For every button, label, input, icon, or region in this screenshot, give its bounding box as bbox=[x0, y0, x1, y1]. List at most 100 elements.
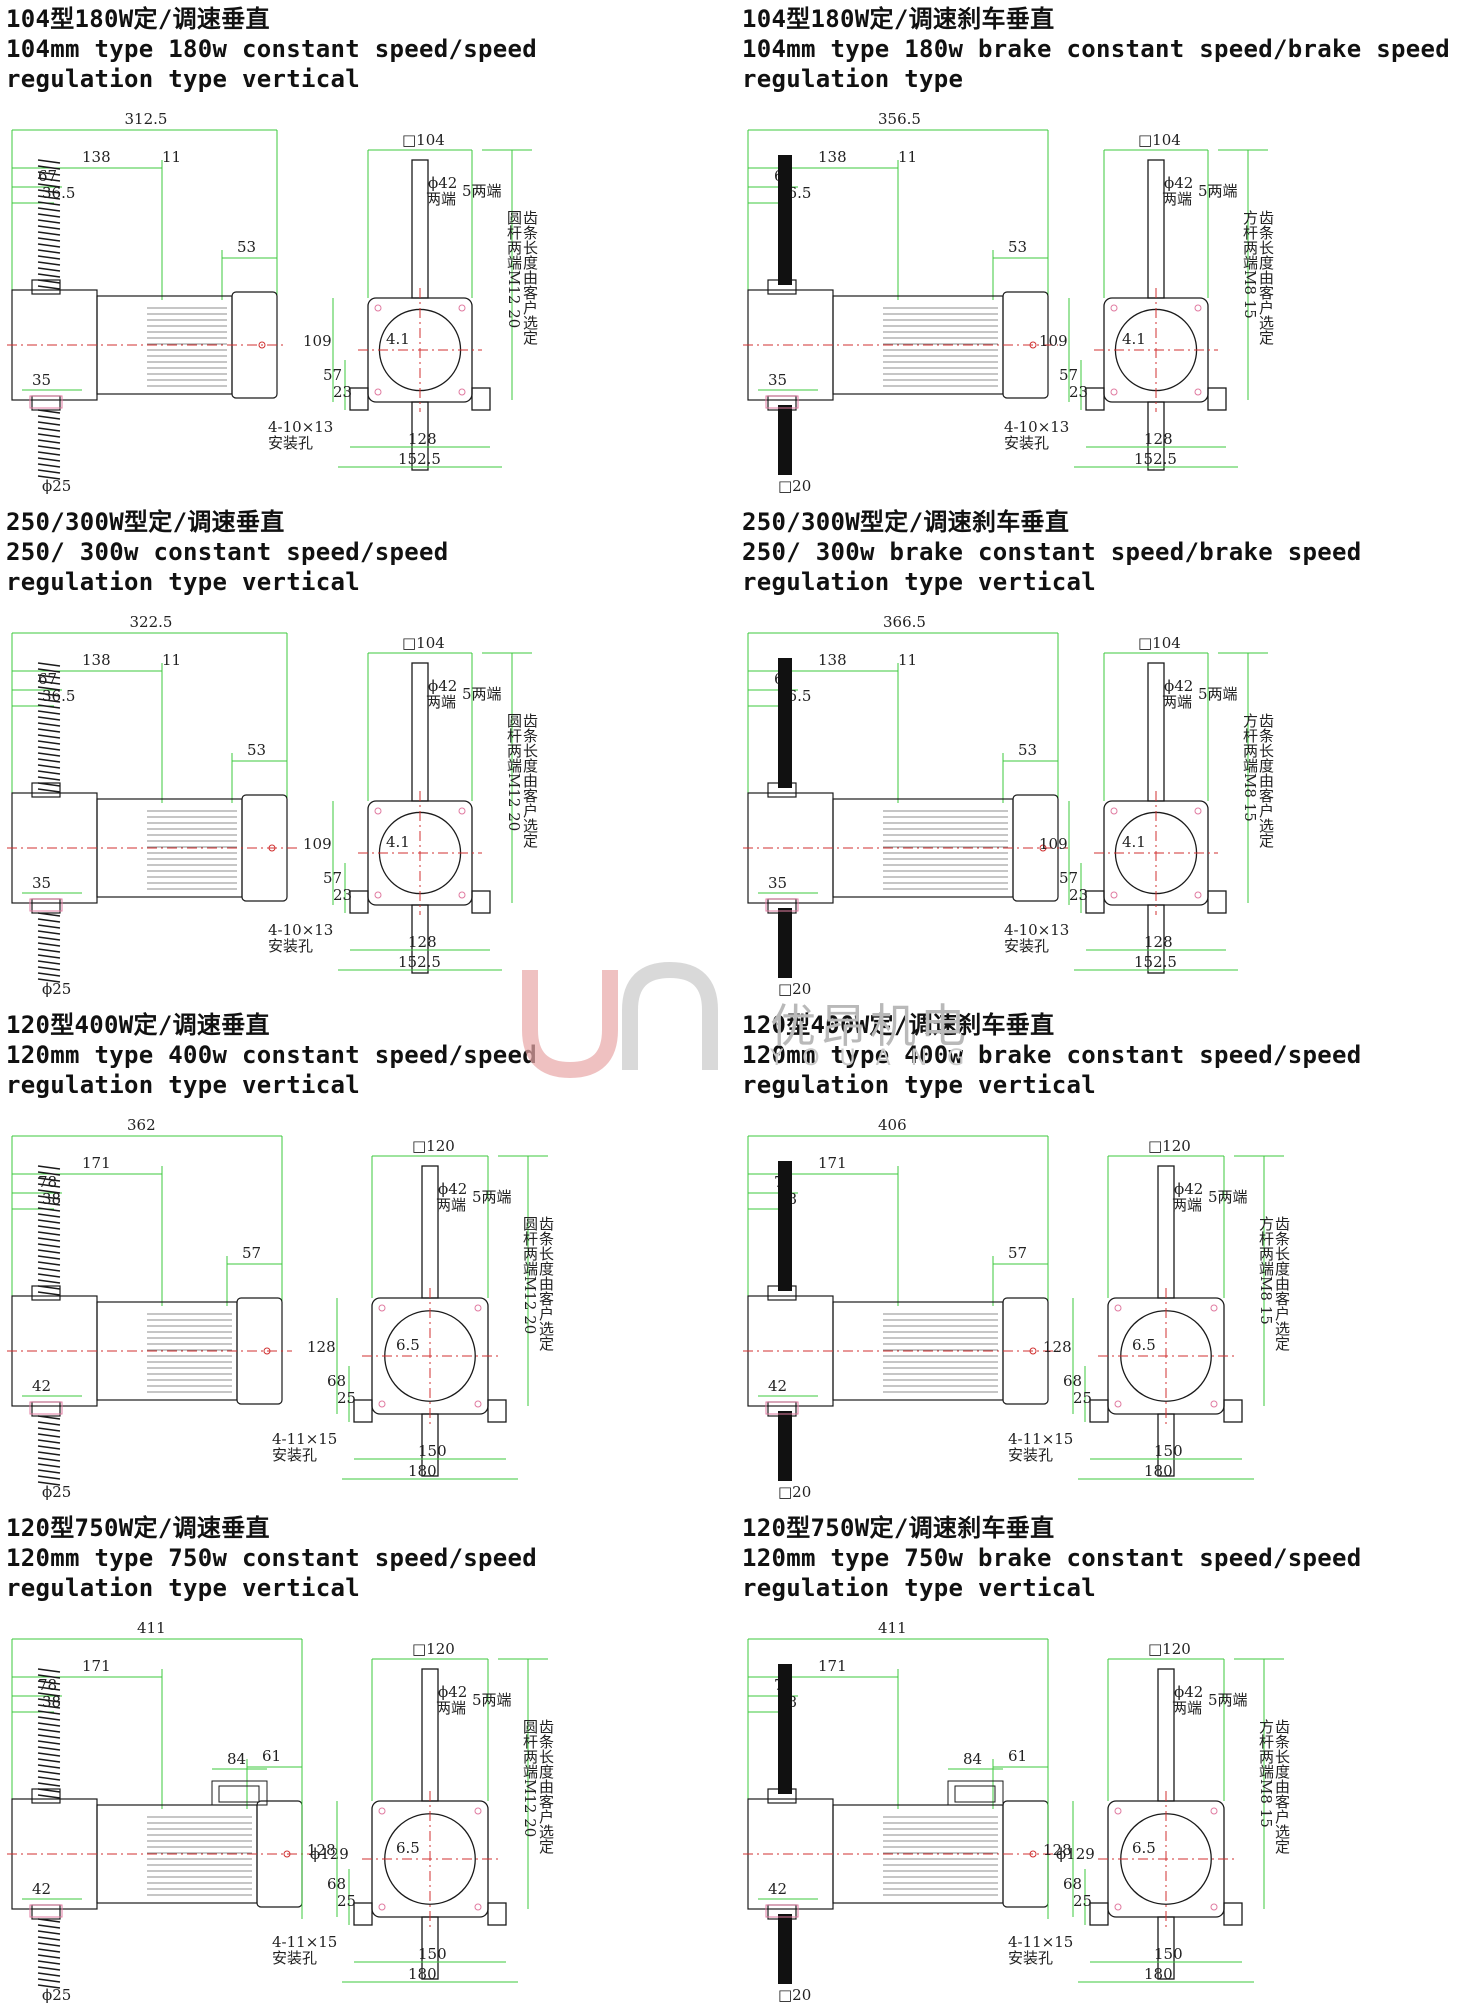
cooling-fins bbox=[147, 810, 237, 890]
title-cn: 104型180W定/调速垂直 bbox=[6, 5, 270, 33]
dim-label: 53 bbox=[247, 741, 266, 759]
side-note-1: 齿条长度由客户选定 bbox=[1257, 210, 1275, 346]
dim-label: 171 bbox=[818, 1657, 847, 1675]
dim-label: 35 bbox=[32, 371, 51, 389]
dim-label: 171 bbox=[82, 1154, 111, 1172]
title-en-2: regulation type vertical bbox=[6, 1574, 360, 1602]
holes-cn-label: 安装孔 bbox=[272, 1949, 317, 1967]
front-center-lines bbox=[362, 1288, 498, 1424]
title-cn: 120型750W定/调速刹车垂直 bbox=[742, 1514, 1055, 1542]
cooling-fins bbox=[883, 1313, 998, 1393]
dim-label: 5两端 bbox=[1198, 685, 1238, 703]
center-mark bbox=[263, 1347, 271, 1355]
watermark-cn: 优昂机电 bbox=[770, 999, 970, 1053]
panel-title: 104型180W定/调速刹车垂直 104mm type 180w brake c… bbox=[742, 4, 1450, 94]
drawing-svg: 366.5 138 11 67 36.5 53 35 □20 bbox=[743, 613, 1275, 998]
dim-label: ϕ42 bbox=[438, 1180, 467, 1198]
drawing-panel: 250/300W型定/调速刹车垂直 250/ 300w brake consta… bbox=[736, 503, 1472, 1006]
holes-cn-label: 安装孔 bbox=[268, 434, 313, 452]
dim-label: 两端 bbox=[1172, 1699, 1202, 1717]
front-center-lines bbox=[1094, 288, 1218, 412]
spring-shaft-lower bbox=[37, 1918, 61, 1989]
holes-cn-label: 安装孔 bbox=[272, 1446, 317, 1464]
dim-label: □20 bbox=[778, 1483, 811, 1501]
dim-label: 11 bbox=[162, 148, 181, 166]
dim-label: 53 bbox=[1018, 741, 1037, 759]
dim-label: 57 bbox=[242, 1244, 261, 1262]
side-note-1: 齿条长度由客户选定 bbox=[1273, 1719, 1291, 1855]
dim-label: 171 bbox=[818, 1154, 847, 1172]
dim-label: 406 bbox=[878, 1116, 907, 1134]
dim-label: 4.1 bbox=[386, 330, 410, 348]
dim-label: 两端 bbox=[1162, 693, 1192, 711]
panel-title: 250/300W型定/调速垂直 250/ 300w constant speed… bbox=[6, 507, 448, 597]
panel-title: 250/300W型定/调速刹车垂直 250/ 300w brake consta… bbox=[742, 507, 1361, 597]
center-mark bbox=[1029, 1850, 1037, 1858]
dim-label: ϕ25 bbox=[42, 980, 71, 998]
dim-label: 35 bbox=[768, 371, 787, 389]
shaft-detail bbox=[29, 1904, 63, 1918]
cooling-fins bbox=[147, 1313, 232, 1393]
side-note-1: 齿条长度由客户选定 bbox=[521, 210, 539, 346]
cooling-fins bbox=[883, 810, 1008, 890]
title-en-2: regulation type vertical bbox=[6, 65, 360, 93]
dim-label: 150 bbox=[418, 1442, 447, 1460]
watermark-en: YOUANG bbox=[770, 1046, 985, 1071]
dim-label: ϕ42 bbox=[1164, 174, 1193, 192]
cooling-fins bbox=[883, 307, 998, 387]
shaft-detail bbox=[29, 395, 63, 409]
title-cn: 120型400W定/调速垂直 bbox=[6, 1011, 270, 1039]
bolt-holes bbox=[378, 1807, 482, 1911]
holes-cn-label: 安装孔 bbox=[268, 937, 313, 955]
side-note-1: 齿条长度由客户选定 bbox=[537, 1216, 555, 1352]
dim-label: 6.5 bbox=[396, 1336, 420, 1354]
dim-label: 57 bbox=[323, 366, 342, 384]
center-mark bbox=[1029, 341, 1037, 349]
title-cn: 250/300W型定/调速垂直 bbox=[6, 508, 285, 536]
dim-label: 128 bbox=[307, 1338, 336, 1356]
center-mark bbox=[283, 1850, 291, 1858]
dim-label: 6.5 bbox=[396, 1839, 420, 1857]
dim-label: □104 bbox=[402, 634, 445, 652]
title-cn: 120型750W定/调速垂直 bbox=[6, 1514, 270, 1542]
dim-label: ϕ42 bbox=[1174, 1683, 1203, 1701]
title-en-1: 120mm type 750w constant speed/speed bbox=[6, 1544, 537, 1572]
drawing-svg: 362 171 78 38 57 42 ϕ25 bbox=[7, 1116, 555, 1501]
dim-label: 35 bbox=[32, 874, 51, 892]
dim-label: 152.5 bbox=[398, 953, 441, 971]
dim-label: ϕ25 bbox=[42, 1483, 71, 1501]
holes-label: 4-11×15 bbox=[1008, 1933, 1073, 1951]
front-center-lines bbox=[362, 1791, 498, 1927]
dim-label: 128 bbox=[1043, 1338, 1072, 1356]
title-en-1: 120mm type 750w brake constant speed/spe… bbox=[742, 1544, 1362, 1572]
bolt-holes bbox=[1114, 1304, 1218, 1408]
dim-label: 362 bbox=[127, 1116, 156, 1134]
dim-label: ϕ129 bbox=[310, 1845, 349, 1863]
dim-label: 109 bbox=[1039, 835, 1068, 853]
title-en-1: 104mm type 180w brake constant speed/bra… bbox=[742, 35, 1450, 63]
dim-label: □120 bbox=[412, 1137, 455, 1155]
dim-label: ϕ25 bbox=[42, 1986, 71, 2004]
side-note-1: 齿条长度由客户选定 bbox=[537, 1719, 555, 1855]
dim-label: 152.5 bbox=[1134, 953, 1177, 971]
watermark-logo bbox=[522, 961, 718, 1079]
dim-label: □120 bbox=[412, 1640, 455, 1658]
title-en-2: regulation type vertical bbox=[6, 1071, 360, 1099]
dim-label: □104 bbox=[1138, 131, 1181, 149]
front-view bbox=[353, 1668, 507, 1980]
dim-label: 68 bbox=[1063, 1875, 1082, 1893]
holes-cn-label: 安装孔 bbox=[1008, 1949, 1053, 1967]
shaft-detail bbox=[29, 898, 63, 912]
dim-label: 4.1 bbox=[386, 833, 410, 851]
dim-label: 23 bbox=[333, 886, 352, 904]
dim-label: 两端 bbox=[426, 190, 456, 208]
dim-label: 366.5 bbox=[883, 613, 926, 631]
dim-label: □104 bbox=[1138, 634, 1181, 652]
title-en-2: regulation type vertical bbox=[742, 1071, 1096, 1099]
dim-label: 两端 bbox=[426, 693, 456, 711]
dim-label: 42 bbox=[32, 1880, 51, 1898]
dim-label: 两端 bbox=[1172, 1196, 1202, 1214]
dim-label: 6.5 bbox=[1132, 1336, 1156, 1354]
dim-label: 152.5 bbox=[398, 450, 441, 468]
title-en-2: regulation type vertical bbox=[742, 1574, 1096, 1602]
